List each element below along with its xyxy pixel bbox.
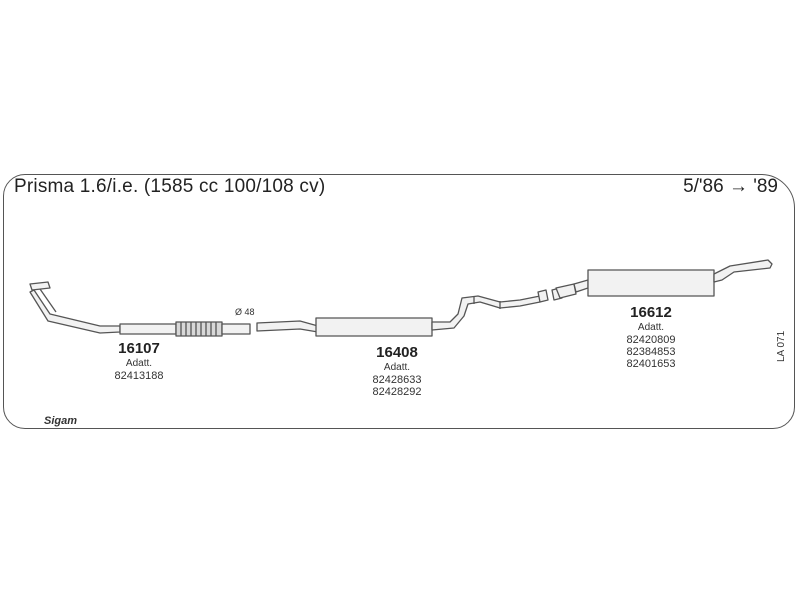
ref-list-16612: 82420809 82384853 82401653: [606, 334, 696, 370]
adapt-label-16612: Adatt.: [637, 322, 665, 333]
part-number-16408: 16408: [376, 344, 418, 361]
diagram-frame: [3, 174, 795, 429]
adapt-label-16408: Adatt.: [383, 362, 411, 373]
ref-number: 82420809: [626, 334, 676, 346]
production-years: 5/'86 → '89: [683, 176, 778, 197]
ref-list-16107: 82413188: [94, 370, 184, 382]
flex-joint: [175, 321, 223, 337]
part-number-16107: 16107: [118, 340, 160, 357]
adapt-label-16107: Adatt.: [125, 358, 153, 369]
diameter-label: Ø 48: [235, 307, 255, 317]
ref-number: 82401653: [626, 358, 676, 370]
ref-number: 82384853: [626, 346, 676, 358]
flange-connectors: [537, 283, 577, 303]
middle-silencer-16408: [256, 295, 541, 337]
front-pipe-16107: [29, 281, 251, 337]
ref-number: 82428292: [372, 386, 422, 398]
ref-list-16408: 82428633 82428292: [352, 374, 442, 398]
ref-number: 82413188: [114, 370, 164, 382]
vehicle-title: Prisma 1.6/i.e. (1585 cc 100/108 cv): [14, 176, 326, 197]
ref-number: 82428633: [372, 374, 422, 386]
part-number-16612: 16612: [630, 304, 672, 321]
catalog-code: LA 071: [776, 330, 787, 362]
brand-logo: Sigam: [44, 415, 78, 427]
rear-silencer-16612: [573, 259, 773, 297]
